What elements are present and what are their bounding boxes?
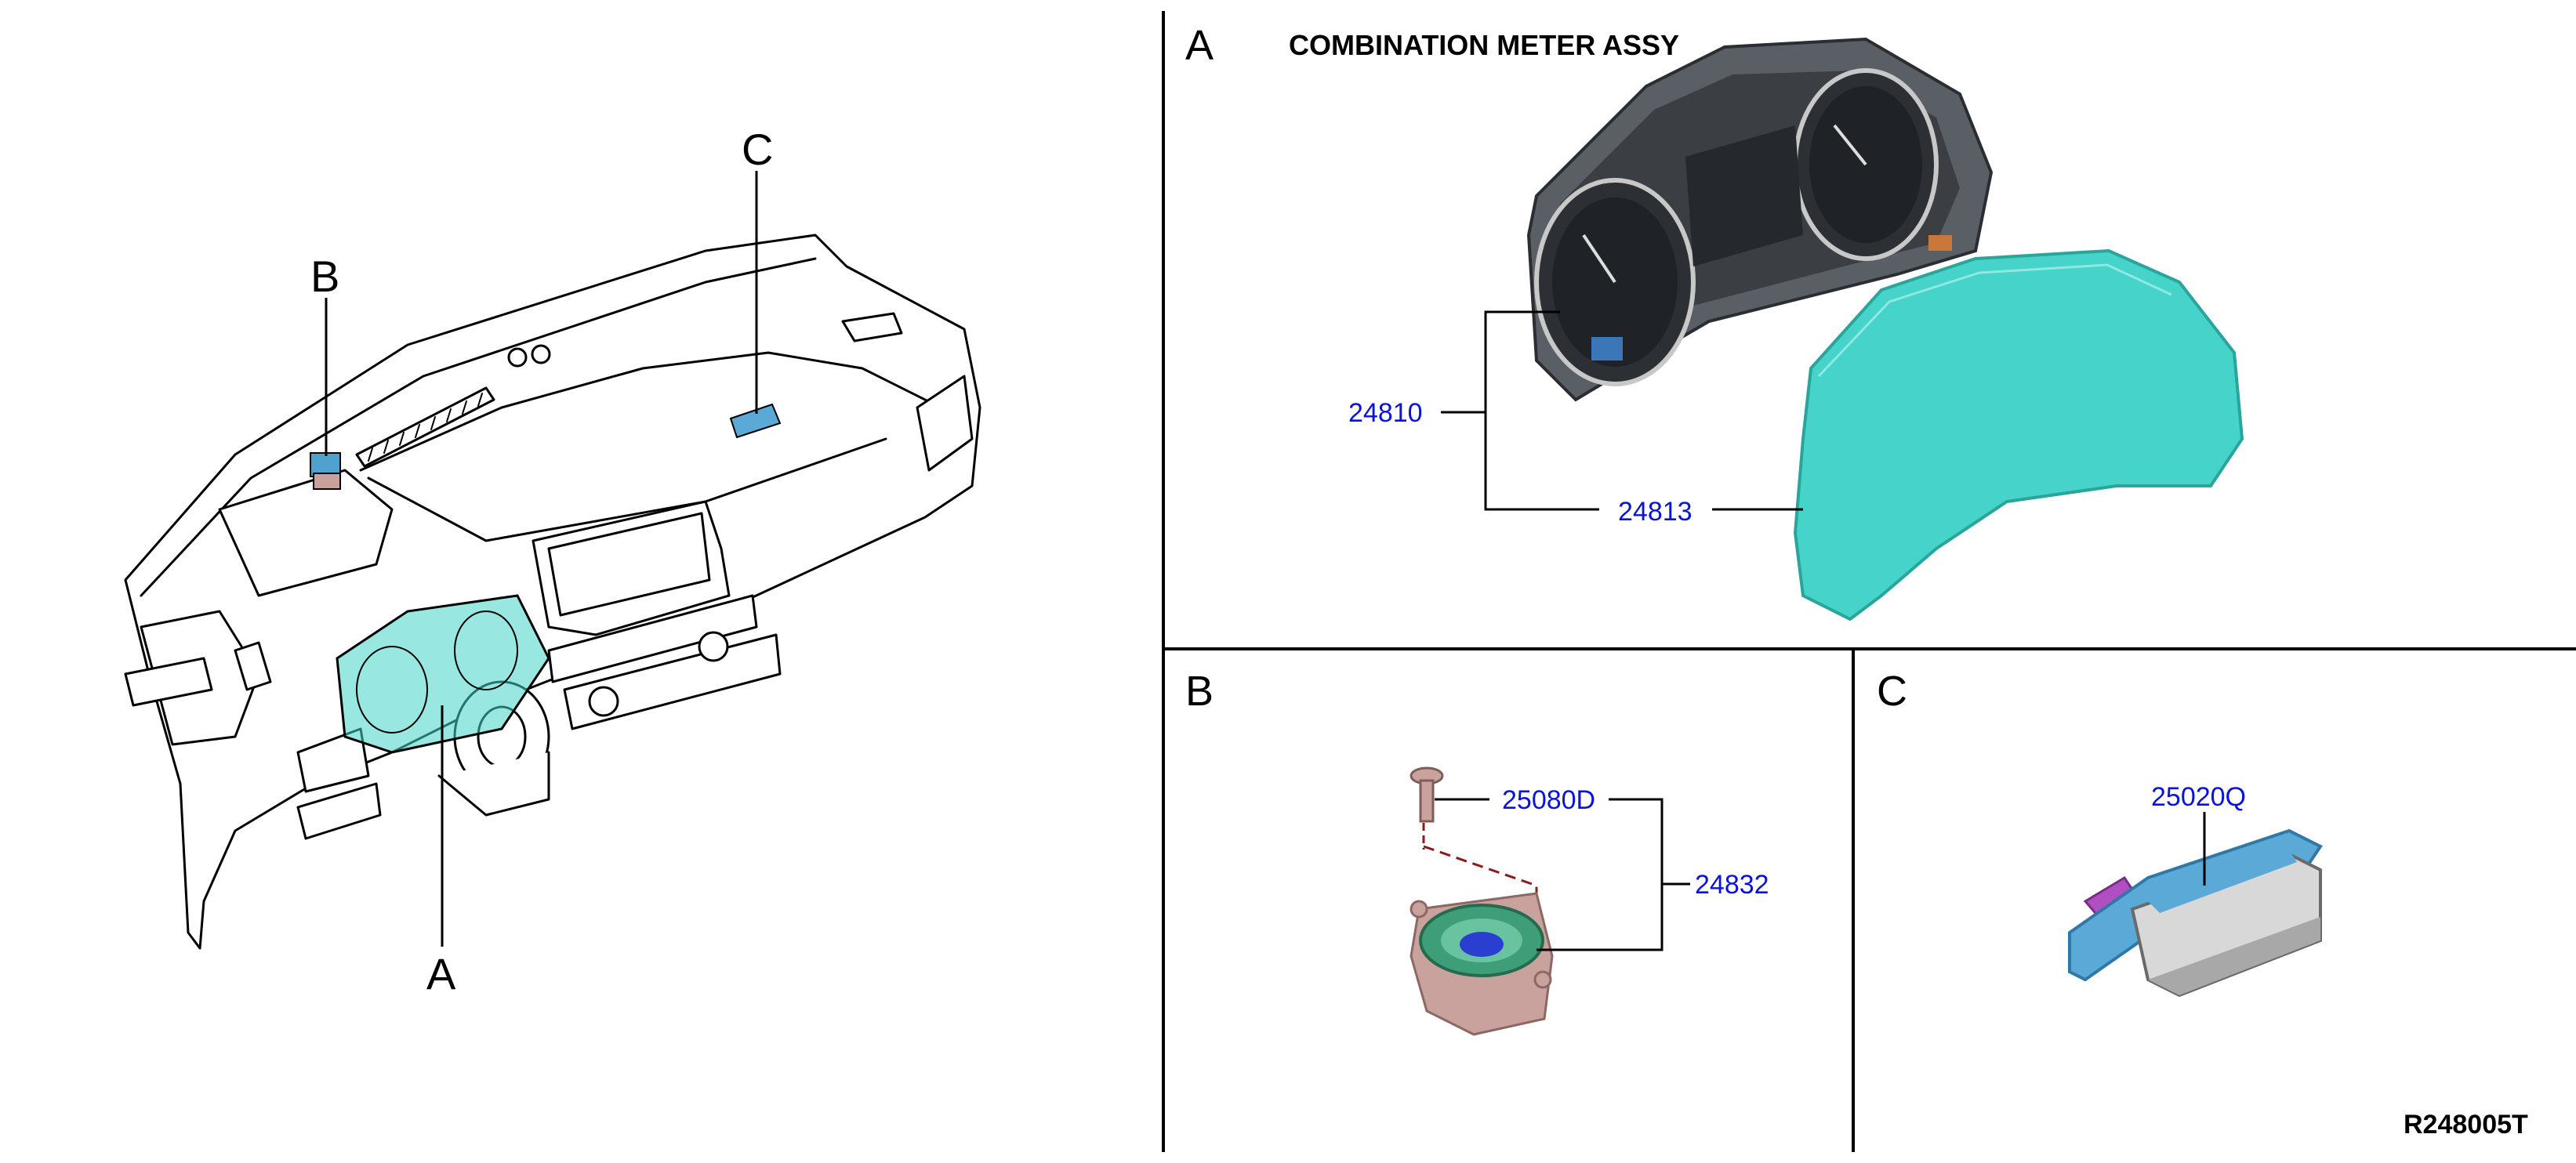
callout-24832: 24832 [1695,870,1769,900]
callout-25080d: 25080D [1502,785,1595,815]
callout-24813: 24813 [1618,497,1693,527]
panel-a-title: COMBINATION METER ASSY [1289,29,1679,61]
overview-label-a: A [426,949,456,998]
figure-code: R248005T [2404,1110,2528,1139]
panel-b-letter: B [1185,668,1214,715]
switch-illustration [1410,823,1554,1036]
panel-dividers [1162,11,2576,1152]
panel-a-letter: A [1185,22,1214,69]
cluster-location-highlight [336,594,550,754]
combination-meter-illustration [1526,37,1994,402]
screw-illustration [1410,766,1444,823]
overview-label-b: B [310,252,339,301]
overview-label-c: C [742,125,773,174]
overview-leaders [325,171,758,947]
callout-25020q: 25020Q [2151,782,2246,812]
callout-24810: 24810 [1348,398,1423,428]
panel-a-leaders [1441,310,1803,511]
switch-location-highlight [310,452,341,490]
meter-lens-illustration [1793,248,2244,621]
connector-location-highlight [729,403,782,439]
panel-b-leaders [1435,798,1690,951]
panel-c-letter: C [1877,668,1907,715]
instrument-panel-drawing [124,234,981,950]
connector-illustration [2068,828,2323,998]
